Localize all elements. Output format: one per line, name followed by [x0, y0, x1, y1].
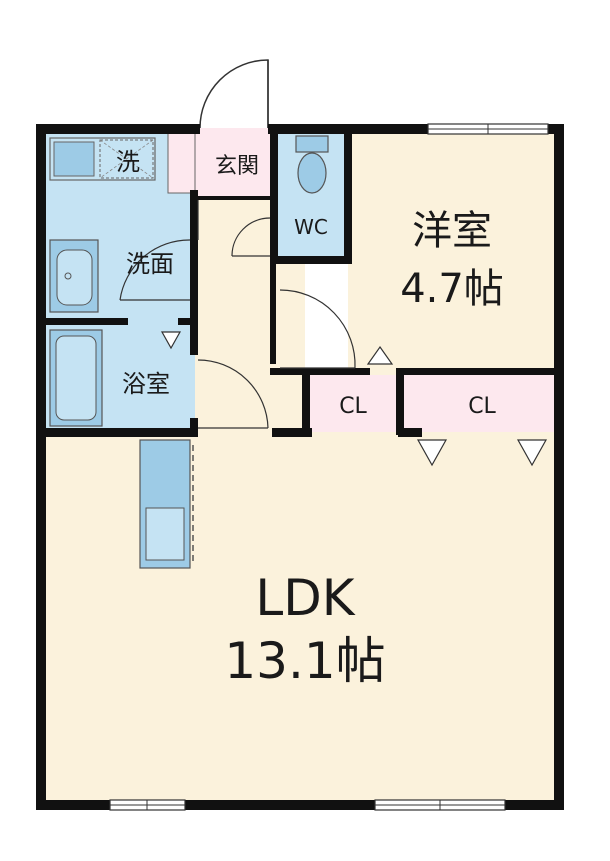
toilet — [295, 135, 329, 194]
western-room-floor — [348, 128, 560, 375]
ldk-name: LDK — [255, 569, 355, 627]
closet-small-floor — [305, 375, 400, 432]
wc-label: WC — [294, 215, 328, 239]
ldk-floor — [40, 432, 560, 806]
door-washroom — [119, 239, 191, 301]
shoe-cabinet — [167, 127, 196, 194]
kitchen-counter — [139, 439, 194, 569]
window-ldk-right — [374, 799, 506, 811]
western-room-size: 4.7帖 — [400, 266, 504, 312]
closet-small-label: CL — [339, 394, 367, 419]
entrance-label: 玄関 — [215, 154, 259, 179]
laundry-label: 洗 — [116, 148, 140, 176]
front-door — [199, 59, 269, 129]
door-bath — [197, 359, 269, 429]
closet-large-floor — [400, 375, 560, 432]
closet-door-markers — [160, 331, 548, 467]
closet-large-label: CL — [468, 394, 496, 419]
window-western — [427, 123, 549, 135]
washroom-label: 洗面 — [126, 250, 174, 278]
bathtub — [49, 329, 103, 427]
door-western — [279, 289, 356, 369]
walls — [36, 124, 564, 810]
vanity-sink — [49, 239, 99, 313]
western-room-name: 洋室 — [412, 208, 492, 254]
ldk-size: 13.1帖 — [224, 632, 385, 690]
door-wc — [231, 217, 271, 257]
bath-label: 浴室 — [122, 370, 170, 398]
window-ldk-left — [109, 799, 186, 811]
entrance-floor — [195, 128, 275, 198]
washing-machine-pan — [49, 137, 156, 181]
